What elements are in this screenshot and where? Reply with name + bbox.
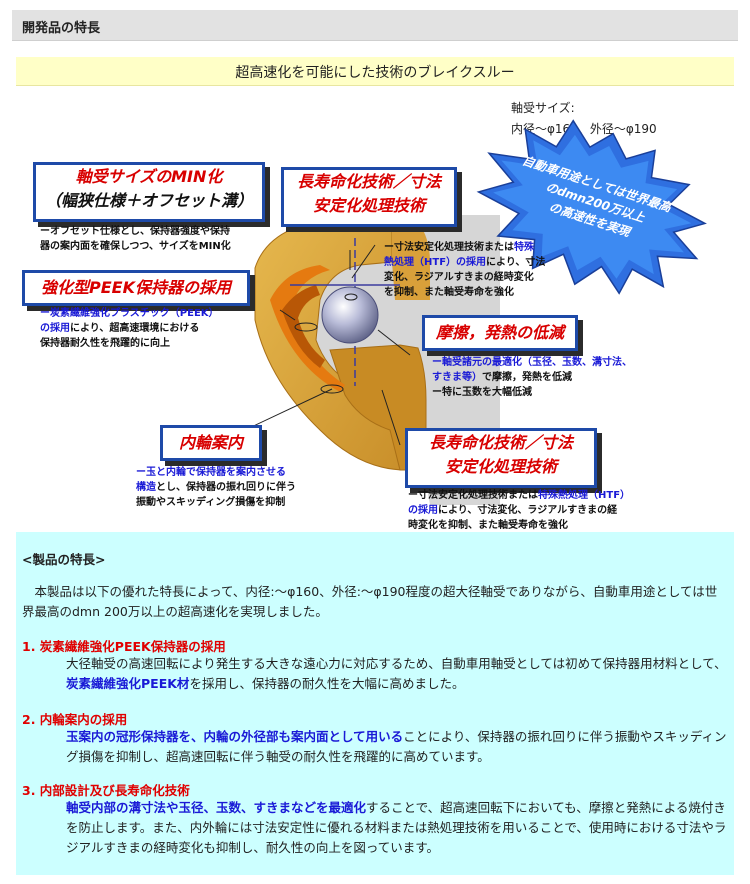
section-title: 開発品の特長 <box>22 21 101 36</box>
callout-inner-ring-line1: 内輪案内 <box>178 433 243 452</box>
caption-long-life-top: ー寸法安定化処理技術または特殊 熱処理（HTF）の採用により、寸法 変化、ラジア… <box>384 240 545 300</box>
caption-friction-l2a: すきま等） <box>432 372 482 383</box>
feature-2-title: 2. 内輪案内の採用 <box>22 712 128 727</box>
callout-peek-cage-line1: 強化型PEEK保持器の採用 <box>41 278 231 297</box>
feature-1-title: 1. 炭素繊維強化PEEK保持器の採用 <box>22 639 226 654</box>
caption-friction-l1: ー軸受諸元の最適化（玉径、玉数、溝寸法、 <box>432 357 632 368</box>
caption-long-life-top-l1a: ー寸法安定化処理技術または <box>384 242 514 253</box>
callout-min-size-line1: 軸受サイズのMIN化 <box>75 167 223 186</box>
callout-friction: 摩擦，発熱の低減 <box>422 315 578 351</box>
callout-long-life-bottom: 長寿命化技術／寸法 安定化処理技術 <box>405 428 597 488</box>
section-header: 開発品の特長 <box>12 10 738 41</box>
caption-long-life-top-l4: を抑制、また軸受寿命を強化 <box>384 287 514 298</box>
callout-long-life-bottom-line1: 長寿命化技術／寸法 <box>428 433 573 452</box>
bearing-diagram: 自動車用途としては世界最高 のdmn200万以上 の高速性を実現 <box>244 119 707 505</box>
features-heading: <製品の特長> <box>22 552 106 567</box>
callout-long-life-top: 長寿命化技術／寸法 安定化処理技術 <box>281 167 457 227</box>
callout-peek-cage: 強化型PEEK保持器の採用 <box>22 270 250 306</box>
feature-3-post: することで、超高速回転下においても、摩擦と発熱による焼付きを防止します。また、内… <box>66 800 727 855</box>
caption-long-life-bottom-l2a: の採用 <box>408 505 438 516</box>
cage-inner <box>282 285 325 368</box>
size-note-label: 軸受サイズ: <box>511 101 575 115</box>
callout-long-life-top-line2: 安定化処理技術 <box>312 196 425 215</box>
caption-peek-cage-l1: ー炭素繊維強化プラスチック（PEEK） <box>40 308 219 319</box>
caption-long-life-top-l1b: 特殊 <box>514 242 534 253</box>
callout-long-life-top-line1: 長寿命化技術／寸法 <box>296 172 441 191</box>
callout-min-size: 軸受サイズのMIN化 （幅狭仕様＋オフセット溝） <box>33 162 265 222</box>
caption-long-life-bottom-l3: 時変化を抑制、また軸受寿命を強化 <box>408 520 568 531</box>
cage <box>270 265 345 392</box>
caption-long-life-top-l3: 変化、ラジアルすきまの経時変化 <box>384 272 534 283</box>
caption-inner-ring-l1: ー玉と内輪で保持器を案内させる <box>136 467 286 478</box>
feature-3-title: 3. 内部設計及び長寿命化技術 <box>22 783 190 798</box>
callout-friction-line1: 摩擦，発熱の低減 <box>435 323 564 342</box>
caption-inner-ring-l3: 振動やスキッディング損傷を抑制 <box>136 497 286 508</box>
caption-peek-cage-l2b: により、超高速環境における <box>70 323 200 334</box>
feature-1-pre: 大径軸受の高速回転により発生する大きな遠心力に対応するため、自動車用軸受としては… <box>66 656 727 671</box>
feature-3-body: 軸受内部の溝寸法や玉径、玉数、すきまなどを最適化することで、超高速回転下において… <box>66 798 728 858</box>
feature-1-emph: 炭素繊維強化PEEK材 <box>66 676 190 691</box>
highlight-burst: 自動車用途としては世界最高 のdmn200万以上 の高速性を実現 <box>476 119 707 295</box>
features-panel: <製品の特長> 本製品は以下の優れた特長によって、内径:〜φ160、外径:〜φ1… <box>16 532 734 875</box>
caption-long-life-top-l2b: （HTF）の採用 <box>414 257 487 268</box>
caption-min-size: ーオフセット仕様とし、保持器強度や保持 器の案内面を確保しつつ、サイズをMIN化 <box>40 224 231 254</box>
feature-3-emph: 軸受内部の溝寸法や玉径、玉数、すきまなどを最適化 <box>66 800 367 815</box>
caption-long-life-bottom-l1a: ー寸法安定化処理技術または <box>408 490 538 501</box>
caption-friction: ー軸受諸元の最適化（玉径、玉数、溝寸法、 すきま等）で摩擦，発熱を低減 ー特に玉… <box>432 355 632 400</box>
caption-long-life-top-l2c: により、寸法 <box>486 257 546 268</box>
feature-2-emph: 玉案内の冠形保持器を、内輪の外径部も案内面として用いる <box>66 729 404 744</box>
caption-friction-l3: ー特に玉数を大幅低減 <box>432 387 532 398</box>
caption-inner-ring: ー玉と内輪で保持器を案内させる 構造とし、保持器の振れ回りに伴う 振動やスキッデ… <box>136 465 296 510</box>
caption-peek-cage-l2a: の採用 <box>40 323 70 334</box>
feature-2-body: 玉案内の冠形保持器を、内輪の外径部も案内面として用いることにより、保持器の振れ回… <box>66 727 728 767</box>
size-note: 軸受サイズ: 内径〜φ160、外径〜φ190 <box>511 98 657 140</box>
caption-long-life-bottom: ー寸法安定化処理技術または特殊熱処理（HTF） の採用により、寸法変化、ラジアル… <box>408 488 630 533</box>
banner: 超高速化を可能にした技術のブレイクスルー <box>16 57 734 86</box>
callout-min-size-line2: （幅狭仕様＋オフセット溝） <box>44 191 253 210</box>
callout-inner-ring: 内輪案内 <box>160 425 262 461</box>
caption-long-life-bottom-l2b: により、寸法変化、ラジアルすきまの経 <box>438 505 618 516</box>
caption-inner-ring-l2a: 構造 <box>136 482 156 493</box>
caption-friction-l2b: で摩擦，発熱を低減 <box>482 372 572 383</box>
caption-min-size-line2: 器の案内面を確保しつつ、サイズをMIN化 <box>40 241 231 252</box>
caption-peek-cage: ー炭素繊維強化プラスチック（PEEK） の採用により、超高速環境における 保持器… <box>40 306 219 351</box>
feature-1-post: を採用し、保持器の耐久性を大幅に高めました。 <box>189 676 465 691</box>
caption-peek-cage-l3: 保持器耐久性を飛躍的に向上 <box>40 338 170 349</box>
banner-text: 超高速化を可能にした技術のブレイクスルー <box>235 65 515 81</box>
caption-inner-ring-l2b: とし、保持器の振れ回りに伴う <box>156 482 296 493</box>
features-intro: 本製品は以下の優れた特長によって、内径:〜φ160、外径:〜φ190程度の超大径… <box>22 584 718 619</box>
size-note-value: 内径〜φ160、外径〜φ190 <box>511 122 657 136</box>
outer-ring-block <box>392 225 430 300</box>
caption-long-life-bottom-l1b: 特殊熱処理（HTF） <box>538 490 631 501</box>
caption-min-size-line1: ーオフセット仕様とし、保持器強度や保持 <box>40 226 230 237</box>
ball <box>321 286 379 344</box>
feature-2-post: ことにより、保持器の振れ回りに伴う振動やスキッディング損傷を抑制し、超高速回転に… <box>66 729 727 764</box>
caption-long-life-top-l2a: 熱処理 <box>384 257 414 268</box>
callout-long-life-bottom-line2: 安定化処理技術 <box>444 457 557 476</box>
feature-1-body: 大径軸受の高速回転により発生する大きな遠心力に対応するため、自動車用軸受としては… <box>66 654 728 694</box>
